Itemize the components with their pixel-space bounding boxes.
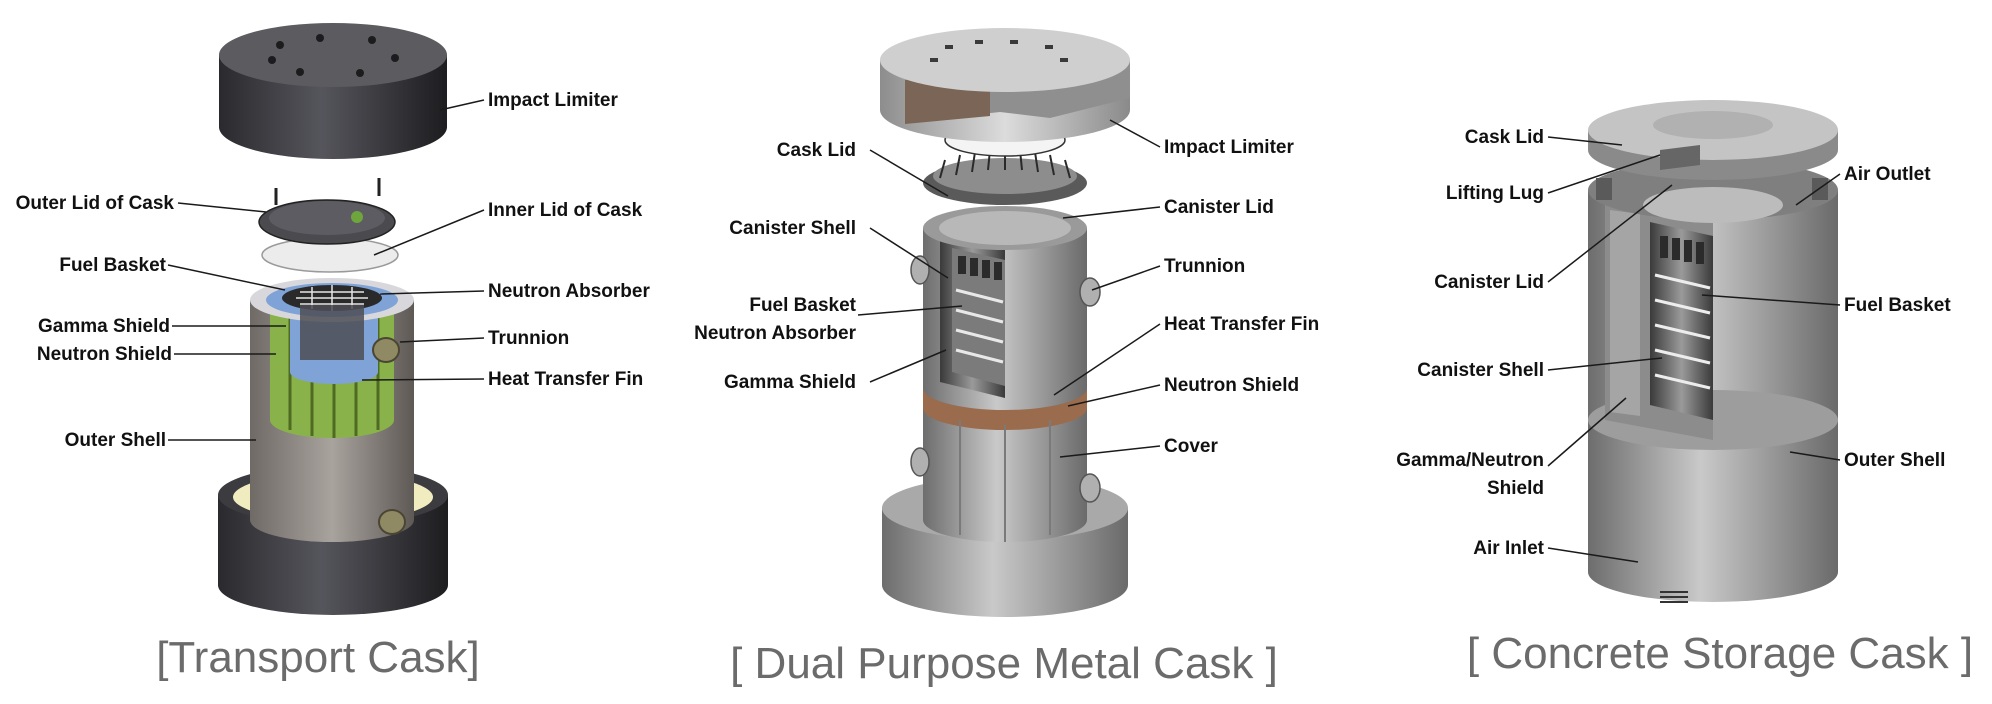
label-dual-trunnion: Trunnion <box>1164 256 1245 277</box>
outer-lid-port <box>351 211 363 223</box>
label-dual-canister-shell: Canister Shell <box>729 218 856 239</box>
dual-trunnion-right <box>1079 277 1101 307</box>
concrete-canister <box>1650 222 1713 420</box>
label-transport-gamma-shield: Gamma Shield <box>38 316 170 337</box>
caption-concrete-cask: [ Concrete Storage Cask ] <box>1467 629 1973 678</box>
dual-canister-lid <box>939 211 1071 245</box>
concrete-cask-illustration <box>1588 100 1838 603</box>
leader-lines <box>167 99 1841 563</box>
dual-trunnion-lower-left <box>910 447 930 477</box>
concrete-cask-labels: Cask Lid Air Outlet Lifting Lug Canister… <box>1396 127 1951 559</box>
label-transport-outer-lid: Outer Lid of Cask <box>16 193 175 214</box>
label-dual-heat-transfer-fin: Heat Transfer Fin <box>1164 314 1319 335</box>
label-dual-gamma-shield: Gamma Shield <box>724 372 856 393</box>
captions: [Transport Cask] [ Dual Purpose Metal Ca… <box>156 629 1973 688</box>
label-dual-neutron-absorber: Neutron Absorber <box>694 323 856 344</box>
label-transport-fuel-basket: Fuel Basket <box>59 255 166 276</box>
dual-limiter-holes <box>930 40 1068 62</box>
fuel-basket-body <box>300 305 364 360</box>
label-transport-trunnion: Trunnion <box>488 328 569 349</box>
label-transport-neutron-shield: Neutron Shield <box>37 344 172 365</box>
label-transport-neutron-absorber: Neutron Absorber <box>488 281 650 302</box>
label-concrete-outer-shell: Outer Shell <box>1844 450 1945 471</box>
label-concrete-air-outlet: Air Outlet <box>1844 164 1931 185</box>
label-transport-inner-lid: Inner Lid of Cask <box>488 200 643 221</box>
concrete-gamma-neutron-shield <box>1610 210 1640 416</box>
label-concrete-canister-lid: Canister Lid <box>1434 272 1544 293</box>
label-dual-neutron-shield: Neutron Shield <box>1164 375 1299 396</box>
concrete-canister-lid <box>1643 187 1783 223</box>
transport-trunnion-upper <box>372 337 400 363</box>
label-transport-impact-limiter: Impact Limiter <box>488 90 618 111</box>
caption-transport-cask: [Transport Cask] <box>156 633 480 682</box>
outer-lid-top <box>269 201 385 235</box>
label-dual-canister-lid: Canister Lid <box>1164 197 1274 218</box>
label-concrete-canister-shell: Canister Shell <box>1417 360 1544 381</box>
concrete-lifting-lug <box>1660 145 1700 170</box>
dual-purpose-cask-illustration <box>880 28 1130 617</box>
label-concrete-gamma-neutron-line2: Shield <box>1487 478 1544 499</box>
label-dual-impact-limiter: Impact Limiter <box>1164 137 1294 158</box>
dual-neutron-shield-band <box>923 388 1087 430</box>
dual-basket-top <box>958 256 1002 280</box>
label-concrete-fuel-basket: Fuel Basket <box>1844 295 1951 316</box>
label-transport-outer-shell: Outer Shell <box>65 430 166 451</box>
label-dual-cover: Cover <box>1164 436 1218 457</box>
label-dual-fuel-basket: Fuel Basket <box>749 295 856 316</box>
concrete-air-inlet-grille <box>1660 591 1688 603</box>
dual-purpose-cask-labels: Cask Lid Impact Limiter Canister Lid Can… <box>694 137 1319 457</box>
concrete-air-outlet-left <box>1596 178 1612 200</box>
dual-impact-limiter-top <box>880 28 1130 92</box>
top-impact-limiter-face <box>219 23 447 87</box>
caption-dual-purpose-cask: [ Dual Purpose Metal Cask ] <box>730 639 1278 688</box>
concrete-basket-slats <box>1654 273 1711 390</box>
concrete-basket-top <box>1660 236 1704 264</box>
transport-cask-labels: Impact Limiter Outer Lid of Cask Inner L… <box>16 90 651 451</box>
dual-cover-panels <box>959 420 1051 542</box>
label-transport-heat-transfer-fin: Heat Transfer Fin <box>488 369 643 390</box>
dual-trunnion-lower-right <box>1079 473 1101 503</box>
dual-cask-lid-top <box>933 158 1077 194</box>
transport-cask-illustration <box>218 23 448 615</box>
label-concrete-gamma-neutron-line1: Gamma/Neutron <box>1396 450 1544 471</box>
label-concrete-lifting-lug: Lifting Lug <box>1446 183 1544 204</box>
transport-trunnion-lower <box>378 509 406 535</box>
label-dual-cask-lid: Cask Lid <box>777 140 856 161</box>
label-concrete-air-inlet: Air Inlet <box>1473 538 1544 559</box>
concrete-cask-lid-center <box>1653 111 1773 139</box>
top-limiter-holes <box>268 34 399 77</box>
label-concrete-cask-lid: Cask Lid <box>1465 127 1544 148</box>
dual-basket-slats <box>955 288 1004 364</box>
